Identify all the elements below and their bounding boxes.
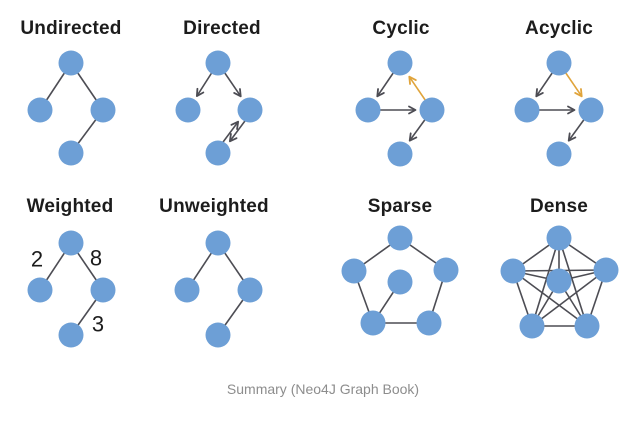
graph-node [387, 50, 413, 76]
panel-title-unweighted: Unweighted [159, 196, 269, 217]
graph-node [27, 277, 53, 303]
graph-node [237, 277, 263, 303]
graph-node [174, 277, 200, 303]
panel-title-cyclic: Cyclic [372, 18, 430, 39]
graph-node [90, 97, 116, 123]
caption: Summary (Neo4J Graph Book) [226, 381, 420, 397]
graph-node [500, 258, 526, 284]
graph-cyclic [355, 50, 445, 167]
graph-node [58, 140, 84, 166]
panel-title-undirected: Undirected [20, 18, 122, 39]
graph-node [341, 258, 367, 284]
graph-node [593, 257, 619, 283]
graph-node [419, 97, 445, 123]
panel-title-sparse: Sparse [367, 196, 433, 217]
graph-node [27, 97, 53, 123]
panel-title-acyclic: Acyclic [525, 18, 593, 39]
graph-directed [175, 50, 263, 166]
graph-node [205, 140, 231, 166]
graph-node [416, 310, 442, 336]
graph-node [205, 230, 231, 256]
graph-edge [531, 237, 560, 327]
graph-node [175, 97, 201, 123]
graph-unweighted [174, 230, 263, 348]
graph-node [546, 141, 572, 167]
panel-title-dense: Dense [529, 196, 589, 217]
graph-dense [500, 225, 619, 339]
graph-node [58, 322, 84, 348]
graph-node [205, 322, 231, 348]
graph-node [58, 230, 84, 256]
graph-node [514, 97, 540, 123]
graph-node [433, 257, 459, 283]
panel-title-directed: Directed [183, 18, 261, 39]
edge-weight-label: 2 [31, 247, 43, 272]
graph-node [546, 225, 572, 251]
graph-weighted: 2 8 3 [27, 230, 116, 348]
graph-node [360, 310, 386, 336]
graph-edge [512, 270, 588, 327]
graph-node [58, 50, 84, 76]
graph-node [546, 50, 572, 76]
graph-node [387, 225, 413, 251]
graph-node [205, 50, 231, 76]
graph-node [574, 313, 600, 339]
graph-node [578, 97, 604, 123]
graph-node [519, 313, 545, 339]
graph-acyclic [514, 50, 604, 167]
graph-node [387, 269, 413, 295]
edge-weight-label: 3 [92, 312, 104, 337]
graph-node [90, 277, 116, 303]
edge-weight-label: 8 [90, 246, 102, 271]
graph-node [237, 97, 263, 123]
graph-node [387, 141, 413, 167]
graph-node [355, 97, 381, 123]
graph-edge [558, 237, 588, 327]
graph-sparse [341, 225, 459, 336]
graph-node [546, 268, 572, 294]
panel-title-weighted: Weighted [26, 196, 114, 217]
graph-undirected [27, 50, 116, 166]
